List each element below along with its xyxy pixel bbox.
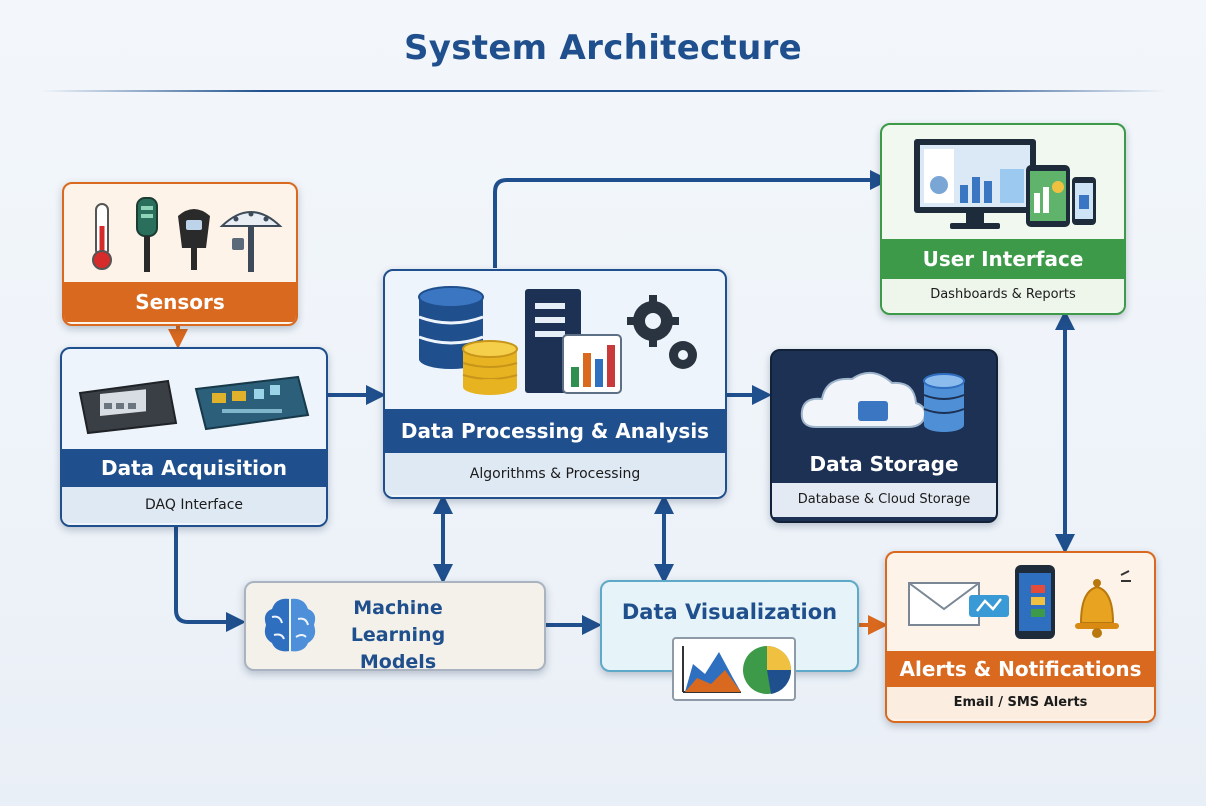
node-sensors-label: Sensors (64, 282, 296, 322)
storage-illustration (800, 372, 965, 432)
node-data-processing-sub: Algorithms & Processing (385, 453, 725, 495)
weather-station-icon (219, 211, 283, 272)
edge-acquisition-ml (174, 522, 246, 632)
monitor-icon (914, 139, 1036, 229)
node-user-interface: User Interface Dashboards & Reports (880, 123, 1126, 315)
node-data-processing: Data Processing & Analysis Algorithms & … (383, 269, 727, 499)
node-alerts: Alerts & Notifications Email / SMS Alert… (885, 551, 1156, 723)
node-data-visualization-label: Data Visualization (621, 600, 838, 624)
node-data-processing-label: Data Processing & Analysis (385, 409, 725, 453)
page-title: System Architecture (403, 28, 802, 68)
phone-icon (1015, 565, 1055, 639)
node-data-storage-sub: Database & Cloud Storage (772, 483, 996, 517)
node-alerts-sub: Email / SMS Alerts (887, 687, 1154, 719)
bell-icon (1075, 570, 1131, 638)
area-chart-icon (682, 646, 741, 693)
acquisition-illustration (78, 375, 310, 435)
processing-illustration (418, 286, 697, 395)
coins-stack-icon (462, 340, 518, 395)
node-sensors: Sensors (62, 182, 298, 326)
edge-processing-ui (493, 170, 890, 268)
brain-icon (264, 598, 316, 652)
node-alerts-label: Alerts & Notifications (887, 651, 1154, 687)
pie-chart-icon (743, 646, 792, 694)
camera-sensor-icon (178, 209, 210, 270)
node-data-acquisition-label: Data Acquisition (62, 449, 326, 487)
tablet-icon (1026, 165, 1070, 227)
thermometer-icon (92, 203, 112, 270)
probe-sensor-icon (136, 197, 158, 272)
node-machine-learning-label: Machine Learning Models (350, 597, 446, 671)
visualization-chart-icons (672, 637, 796, 701)
database-icon (923, 373, 965, 432)
node-data-storage: Data Storage Database & Cloud Storage (770, 349, 998, 523)
gears-icon (627, 295, 697, 369)
ui-illustration (914, 139, 1096, 229)
envelope-icon (908, 582, 980, 626)
node-user-interface-label: User Interface (882, 239, 1124, 279)
daq-device-icon (78, 379, 178, 435)
node-data-storage-label: Data Storage (809, 452, 959, 476)
node-data-acquisition-sub: DAQ Interface (62, 487, 326, 523)
node-machine-learning: Machine Learning Models (244, 581, 546, 671)
alerts-illustration (908, 565, 1131, 639)
phone-icon (1072, 177, 1096, 225)
sensors-illustration (92, 197, 283, 272)
circuit-board-icon (194, 375, 310, 431)
bar-chart-icon (562, 334, 622, 394)
title-divider (40, 90, 1166, 92)
node-user-interface-sub: Dashboards & Reports (882, 279, 1124, 311)
node-data-acquisition: Data Acquisition DAQ Interface (60, 347, 328, 527)
cloud-icon (800, 372, 926, 428)
